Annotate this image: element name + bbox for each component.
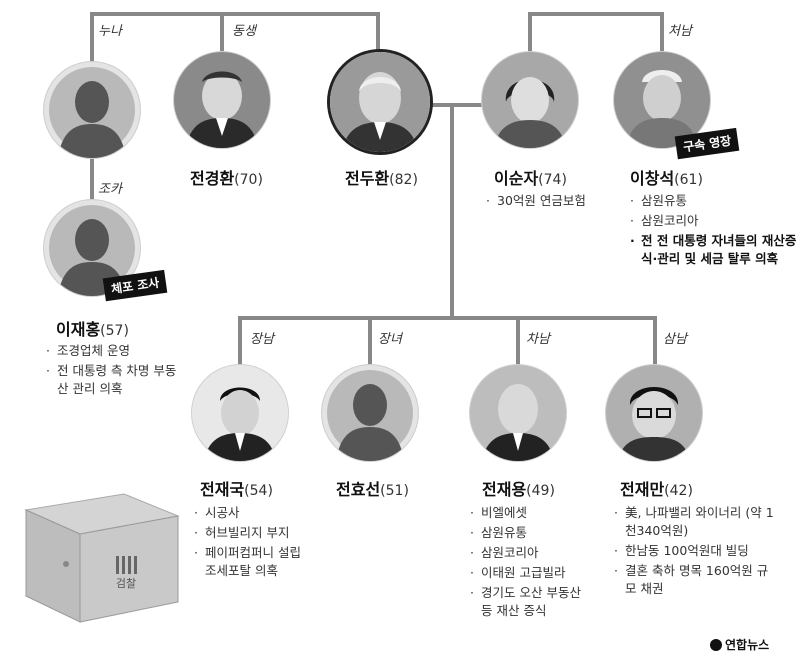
note-item: 조경업체 운영 (46, 342, 186, 360)
note-item: 한남동 100억원대 빌딩 (614, 542, 774, 560)
relation-label-dongsaeng: 동생 (232, 24, 256, 39)
note-item: 삼원코리아 (470, 544, 594, 562)
name-lee-changseok: 이창석(61) (630, 169, 703, 188)
note-item: 페이퍼컴퍼니 설립 조세포탈 의혹 (194, 544, 312, 580)
relation-label-jangnyeo: 장녀 (378, 332, 402, 347)
name-jeon-doohwan: 전두환(82) (345, 169, 418, 188)
note-item: 삼원유통 (470, 524, 594, 542)
note-item: 전 대통령 측 차명 부동산 관리 의혹 (46, 362, 186, 398)
notes-jeon-jaeyong: 비엘에셋 삼원유통 삼원코리아 이태원 고급빌라 경기도 오산 부동산 등 재산… (470, 504, 594, 622)
notes-lee-sunja: 30억원 연금보험 (486, 192, 626, 212)
note-item: 시공사 (194, 504, 312, 522)
relation-label-nuna: 누나 (98, 24, 122, 39)
box-label: 검찰 (116, 577, 136, 590)
yonhap-logo-icon (710, 639, 722, 651)
note-item: 결혼 축하 명목 160억원 규모 채권 (614, 562, 774, 598)
name-jeon-gyeonghwan: 전경환(70) (190, 169, 263, 188)
note-item: 이태원 고급빌라 (470, 564, 594, 582)
portrait-silhouette-jeon-hyoseon (322, 365, 418, 461)
portrait-jeon-jaeman (606, 365, 702, 461)
note-item: 30억원 연금보험 (486, 192, 626, 210)
prosecution-box-illustration: 검찰 (24, 493, 180, 623)
name-jeon-jaeguk: 전재국(54) (200, 480, 273, 499)
note-item-bold: 전 전 대통령 자녀들의 재산증식·관리 및 세금 탈루 의혹 (630, 232, 800, 268)
portrait-jeon-gyeonghwan (174, 52, 270, 148)
note-item: 삼원코리아 (630, 212, 800, 230)
note-item: 허브빌리지 부지 (194, 524, 312, 542)
notes-lee-jaehong: 조경업체 운영 전 대통령 측 차명 부동산 관리 의혹 (46, 342, 186, 400)
portrait-lee-sunja (482, 52, 578, 148)
name-lee-sunja: 이순자(74) (494, 169, 567, 188)
name-lee-jaehong: 이재홍(57) (56, 320, 129, 339)
notes-lee-changseok: 삼원유통 삼원코리아 전 전 대통령 자녀들의 재산증식·관리 및 세금 탈루 … (630, 192, 800, 270)
portrait-jeon-doohwan (330, 52, 430, 152)
relation-label-jangnam: 장남 (250, 332, 274, 347)
name-jeon-jaeyong: 전재용(49) (482, 480, 555, 499)
portrait-jeon-jaeyong (470, 365, 566, 461)
name-jeon-hyoseon: 전효선(51) (336, 480, 409, 499)
note-item: 경기도 오산 부동산 등 재산 증식 (470, 584, 594, 620)
source-label: 연합뉴스 (725, 638, 770, 652)
portrait-silhouette-sister (44, 62, 140, 158)
source-credit: 연합뉴스 (710, 636, 769, 653)
portrait-jeon-jaeguk (192, 365, 288, 461)
note-item: 삼원유통 (630, 192, 800, 210)
notes-jeon-jaeman: 美, 나파밸리 와이너리 (약 1천340억원) 한남동 100억원대 빌딩 결… (614, 504, 774, 600)
name-jeon-jaeman: 전재만(42) (620, 480, 693, 499)
portrait-lee-changseok (614, 52, 710, 148)
relation-label-chanam: 차남 (526, 332, 550, 347)
relation-label-joka: 조카 (98, 182, 122, 197)
note-item: 비엘에셋 (470, 504, 594, 522)
relation-label-samnam: 삼남 (663, 332, 687, 347)
relation-label-cheonam: 처남 (668, 24, 692, 39)
notes-jeon-jaeguk: 시공사 허브빌리지 부지 페이퍼컴퍼니 설립 조세포탈 의혹 (194, 504, 312, 582)
portrait-silhouette-lee-jaehong (44, 200, 140, 296)
note-item: 美, 나파밸리 와이너리 (약 1천340억원) (614, 504, 774, 540)
